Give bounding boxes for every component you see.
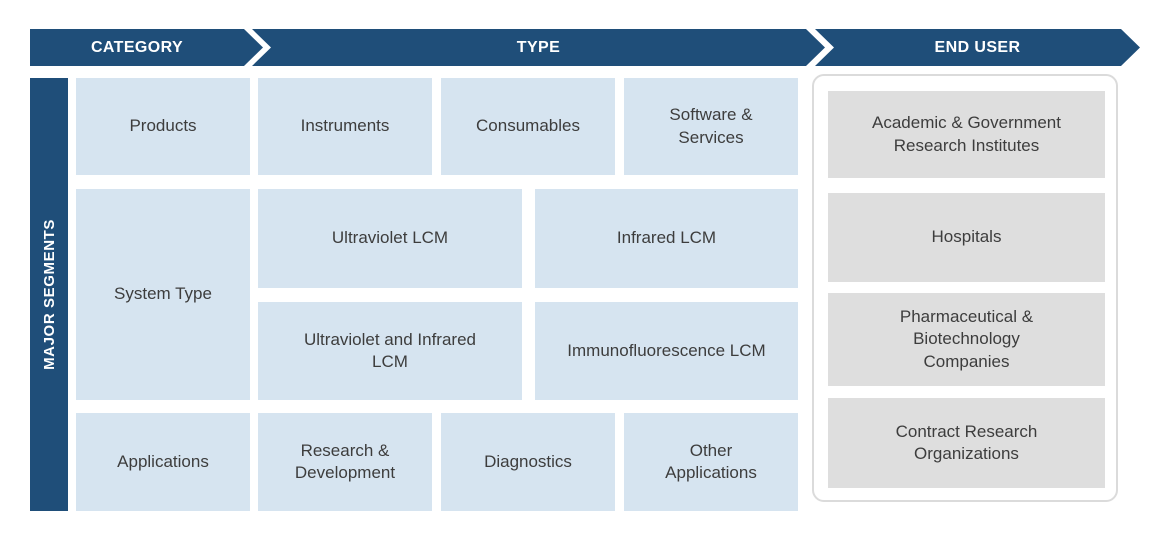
cell-type-immunofluorescence-lcm: Immunofluorescence LCM xyxy=(535,302,798,400)
header-end-user-label: END USER xyxy=(934,38,1021,56)
cell-category-applications: Applications xyxy=(76,413,250,511)
cell-label: Infrared LCM xyxy=(616,228,717,248)
cell-label: Products xyxy=(129,116,197,136)
major-segments-label: MAJOR SEGMENTS xyxy=(40,219,58,370)
cell-label: Immunofluorescence LCM xyxy=(567,340,766,360)
cell-label: Contract Research Organizations xyxy=(895,421,1038,463)
cell-type-research-development: Research & Development xyxy=(258,413,432,511)
cell-category-products: Products xyxy=(76,78,250,175)
cell-end-user-hospitals: Hospitals xyxy=(828,193,1105,282)
cell-label: Ultraviolet and Infrared LCM xyxy=(304,329,476,371)
cell-type-other-applications: Other Applications xyxy=(624,413,798,511)
header-banner-category: CATEGORY xyxy=(30,29,263,66)
cell-type-consumables: Consumables xyxy=(441,78,615,175)
cell-end-user-contract-research: Contract Research Organizations xyxy=(828,398,1105,488)
cell-label: Software & Services xyxy=(669,105,753,147)
cell-label: Other Applications xyxy=(665,440,757,482)
header-category-label: CATEGORY xyxy=(90,38,184,56)
cell-label: Diagnostics xyxy=(484,451,572,471)
major-segments-sidebar: MAJOR SEGMENTS xyxy=(30,78,68,511)
header-banner-end-user: END USER xyxy=(815,29,1140,66)
cell-type-ultraviolet-and-infrared-lcm: Ultraviolet and Infrared LCM xyxy=(258,302,522,400)
cell-label: Pharmaceutical & Biotechnology Companies xyxy=(899,307,1034,371)
cell-type-infrared-lcm: Infrared LCM xyxy=(535,189,798,288)
cell-type-diagnostics: Diagnostics xyxy=(441,413,615,511)
header-banner-type: TYPE xyxy=(252,29,825,66)
cell-end-user-pharma-biotech: Pharmaceutical & Biotechnology Companies xyxy=(828,293,1105,386)
cell-category-system-type: System Type xyxy=(76,189,250,400)
cell-label: Applications xyxy=(117,451,209,471)
cell-end-user-academic-government: Academic & Government Research Institute… xyxy=(828,91,1105,178)
cell-type-instruments: Instruments xyxy=(258,78,432,175)
cell-label: Research & Development xyxy=(294,440,396,482)
cell-label: Instruments xyxy=(300,116,390,136)
cell-label: Consumables xyxy=(476,116,580,136)
cell-type-ultraviolet-lcm: Ultraviolet LCM xyxy=(258,189,522,288)
cell-label: Ultraviolet LCM xyxy=(331,228,449,248)
cell-type-software-services: Software & Services xyxy=(624,78,798,175)
header-type-label: TYPE xyxy=(516,38,561,56)
cell-label: Hospitals xyxy=(931,227,1002,247)
cell-label: Academic & Government Research Institute… xyxy=(872,113,1061,155)
cell-label: System Type xyxy=(114,284,212,304)
